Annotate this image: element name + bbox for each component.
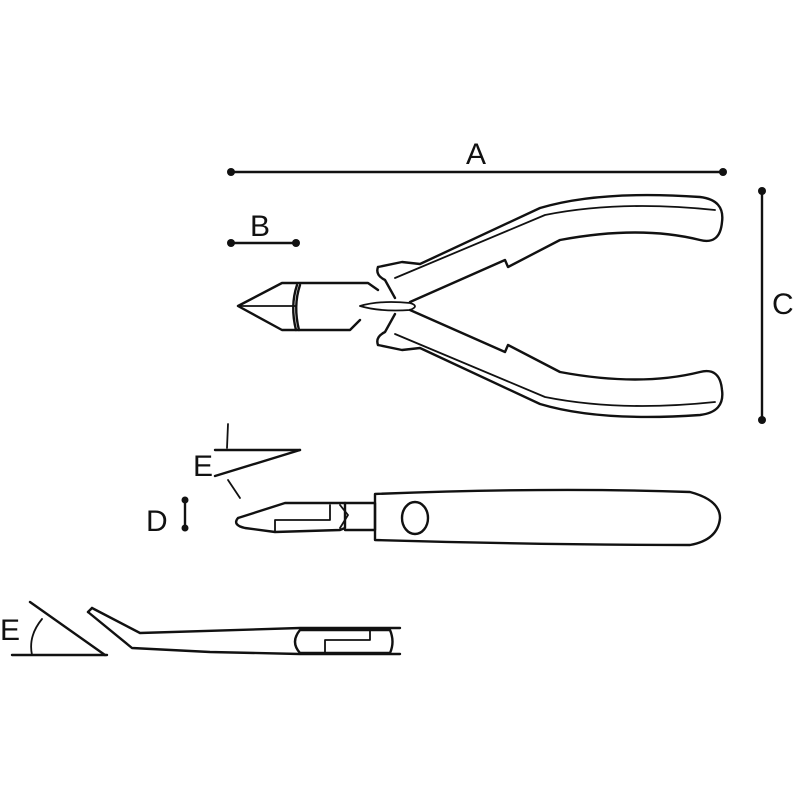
angle-e-bend: E xyxy=(0,600,109,657)
dimension-c: C xyxy=(758,187,794,424)
label-c: C xyxy=(772,288,794,321)
label-e-bend: E xyxy=(0,614,20,647)
pliers-side-view xyxy=(234,488,722,547)
pliers-top-view xyxy=(236,193,724,419)
label-e-jaw: E xyxy=(193,450,213,483)
dimension-b: B xyxy=(227,210,300,247)
dimension-d: D xyxy=(146,496,189,538)
label-b: B xyxy=(250,210,270,243)
angle-e-jaw: E xyxy=(193,423,302,499)
dimension-a: A xyxy=(227,138,727,176)
label-d: D xyxy=(146,505,168,538)
pliers-bent-view xyxy=(86,606,402,656)
label-a: A xyxy=(466,138,486,171)
